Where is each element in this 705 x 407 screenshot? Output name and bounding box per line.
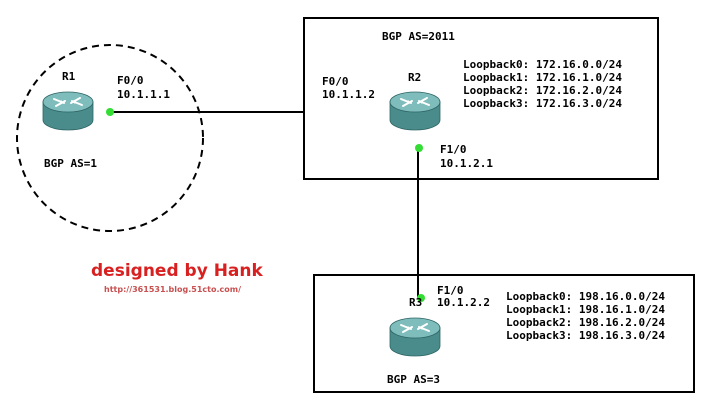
as1-boundary	[16, 44, 204, 232]
r2-name: R2	[408, 71, 421, 84]
r2-bottom-port-ip: 10.1.2.1	[440, 157, 493, 170]
r2-left-port-label: F0/0	[322, 75, 349, 88]
r2-as-label: BGP AS=2011	[382, 30, 455, 43]
r3-loopback-1: Loopback1: 198.16.1.0/24	[506, 303, 665, 316]
router-r1-icon[interactable]	[42, 91, 94, 131]
as2011-box	[303, 17, 659, 180]
r2-loopback-0: Loopback0: 172.16.0.0/24	[463, 58, 622, 71]
r1-port-dot	[106, 108, 114, 116]
watermark-title: designed by Hank	[91, 261, 264, 281]
r2-loopback-2: Loopback2: 172.16.2.0/24	[463, 84, 622, 97]
r1-name: R1	[62, 70, 76, 83]
r2-loopback-3: Loopback3: 172.16.3.0/24	[463, 97, 622, 110]
r3-loopback-0: Loopback0: 198.16.0.0/24	[506, 290, 665, 303]
r2-bottom-port-label: F1/0	[440, 143, 467, 156]
router-r2-icon[interactable]	[389, 91, 441, 131]
r2-left-port-ip: 10.1.1.2	[322, 88, 375, 101]
router-r3-icon[interactable]	[389, 317, 441, 357]
r1-as-label: BGP AS=1	[44, 157, 97, 170]
r3-loopback-3: Loopback3: 198.16.3.0/24	[506, 329, 665, 342]
r2-port-dot	[415, 144, 423, 152]
r3-port-dot	[417, 294, 425, 302]
r3-as-label: BGP AS=3	[387, 373, 440, 386]
r3-name: R3	[409, 296, 422, 309]
r3-loopback-2: Loopback2: 198.16.2.0/24	[506, 316, 665, 329]
watermark-url: http://361531.blog.51cto.com/	[104, 285, 241, 294]
as3-box	[313, 274, 695, 393]
r1-port-label: F0/0	[117, 74, 144, 87]
r3-port-ip: 10.1.2.2	[437, 296, 490, 309]
r2-loopback-1: Loopback1: 172.16.1.0/24	[463, 71, 622, 84]
r1-port-ip: 10.1.1.1	[117, 88, 170, 101]
r3-port-label: F1/0	[437, 284, 464, 297]
